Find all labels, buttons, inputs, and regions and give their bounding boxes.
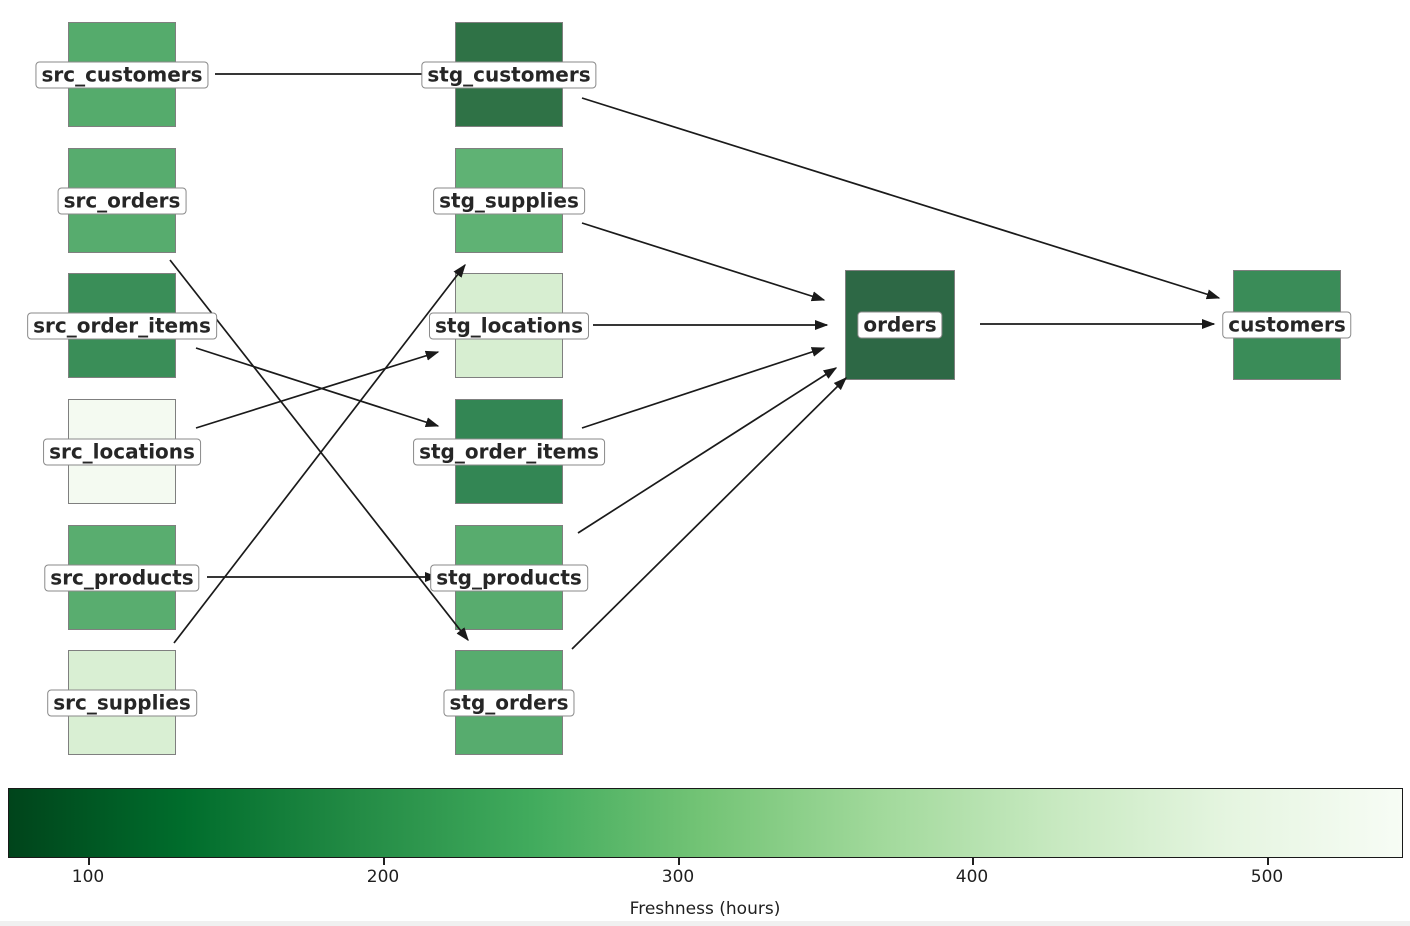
colorbar-axis-label: Freshness (hours) — [629, 899, 781, 919]
edge-stg_products-to-orders — [577, 367, 838, 534]
window-bottom-edge — [0, 921, 1410, 926]
node-label-stg_orders: stg_orders — [443, 689, 575, 716]
colorbar-tick-label-200: 200 — [366, 867, 400, 887]
colorbar-tick-label-300: 300 — [661, 867, 695, 887]
freshness-colorbar — [8, 788, 1403, 858]
node-label-stg_supplies: stg_supplies — [433, 187, 585, 214]
colorbar-tick-300 — [678, 858, 680, 865]
node-label-customers: customers — [1222, 311, 1352, 339]
edge-stg_customers-to-customers — [581, 97, 1221, 300]
node-label-stg_locations: stg_locations — [428, 312, 590, 339]
colorbar-tick-200 — [383, 858, 385, 865]
node-label-stg_order_items: stg_order_items — [413, 438, 605, 465]
colorbar-tick-100 — [88, 858, 90, 865]
node-label-stg_customers: stg_customers — [421, 61, 597, 88]
edge-stg_order_items-to-orders — [581, 347, 826, 429]
node-label-src_order_items: src_order_items — [27, 312, 217, 339]
colorbar-tick-400 — [972, 858, 974, 865]
colorbar-tick-label-500: 500 — [1250, 867, 1284, 887]
node-label-orders: orders — [857, 311, 943, 339]
node-label-src_orders: src_orders — [57, 187, 187, 214]
node-label-src_products: src_products — [44, 564, 200, 591]
edge-src_locations-to-stg_locations — [195, 350, 440, 429]
colorbar-tick-500 — [1267, 858, 1269, 865]
node-label-src_supplies: src_supplies — [47, 689, 197, 716]
edge-stg_supplies-to-orders — [581, 222, 826, 302]
node-label-src_locations: src_locations — [43, 438, 201, 465]
colorbar-tick-label-400: 400 — [955, 867, 989, 887]
edge-src_order_items-to-stg_order_items — [195, 347, 440, 428]
node-label-stg_products: stg_products — [430, 564, 588, 591]
edge-stg_orders-to-orders — [571, 377, 847, 650]
colorbar-tick-label-100: 100 — [71, 867, 105, 887]
node-label-src_customers: src_customers — [35, 61, 209, 88]
